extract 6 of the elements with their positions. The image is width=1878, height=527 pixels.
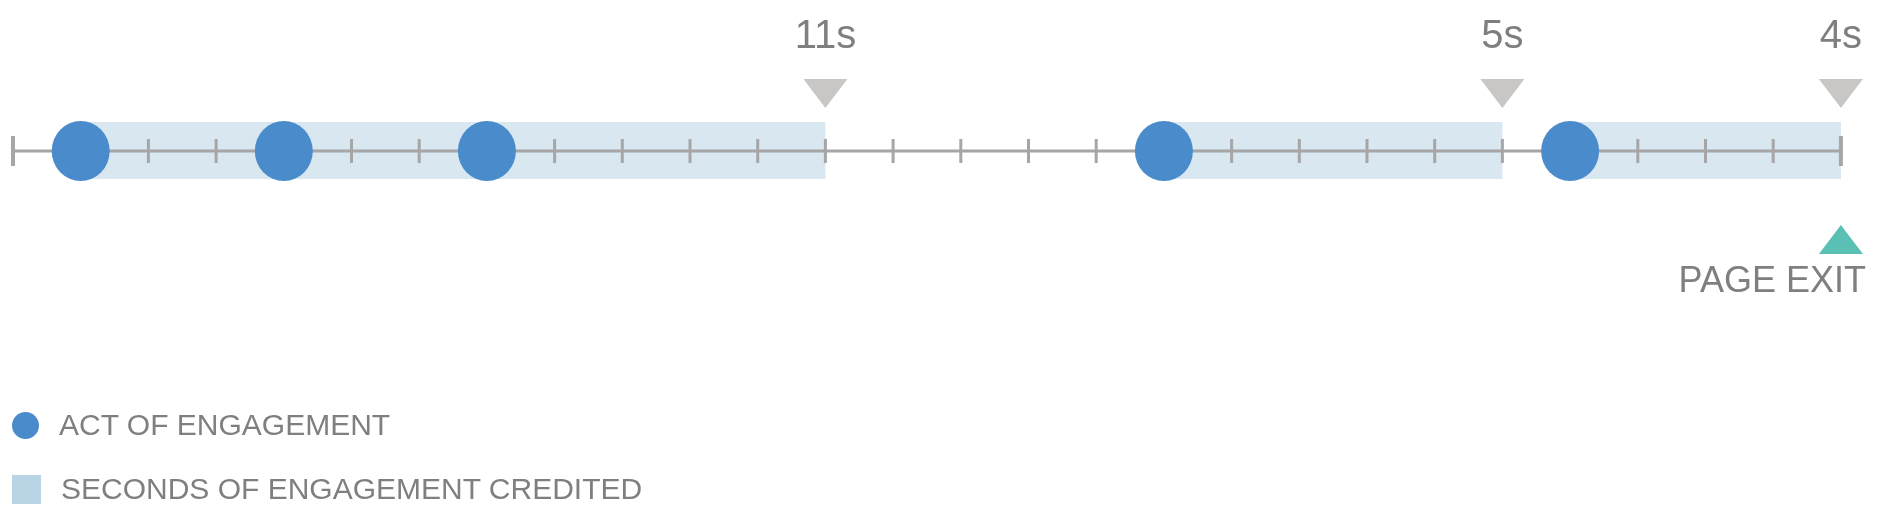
time-label: 4s [1819, 14, 1862, 54]
exit-label: PAGE EXIT [1678, 262, 1866, 298]
legend-label: SECONDS OF ENGAGEMENT CREDITED [61, 474, 643, 504]
time-label: 5s [1481, 14, 1524, 54]
legend-label: ACT OF ENGAGEMENT [59, 410, 391, 440]
time-label: 11s [794, 14, 857, 54]
